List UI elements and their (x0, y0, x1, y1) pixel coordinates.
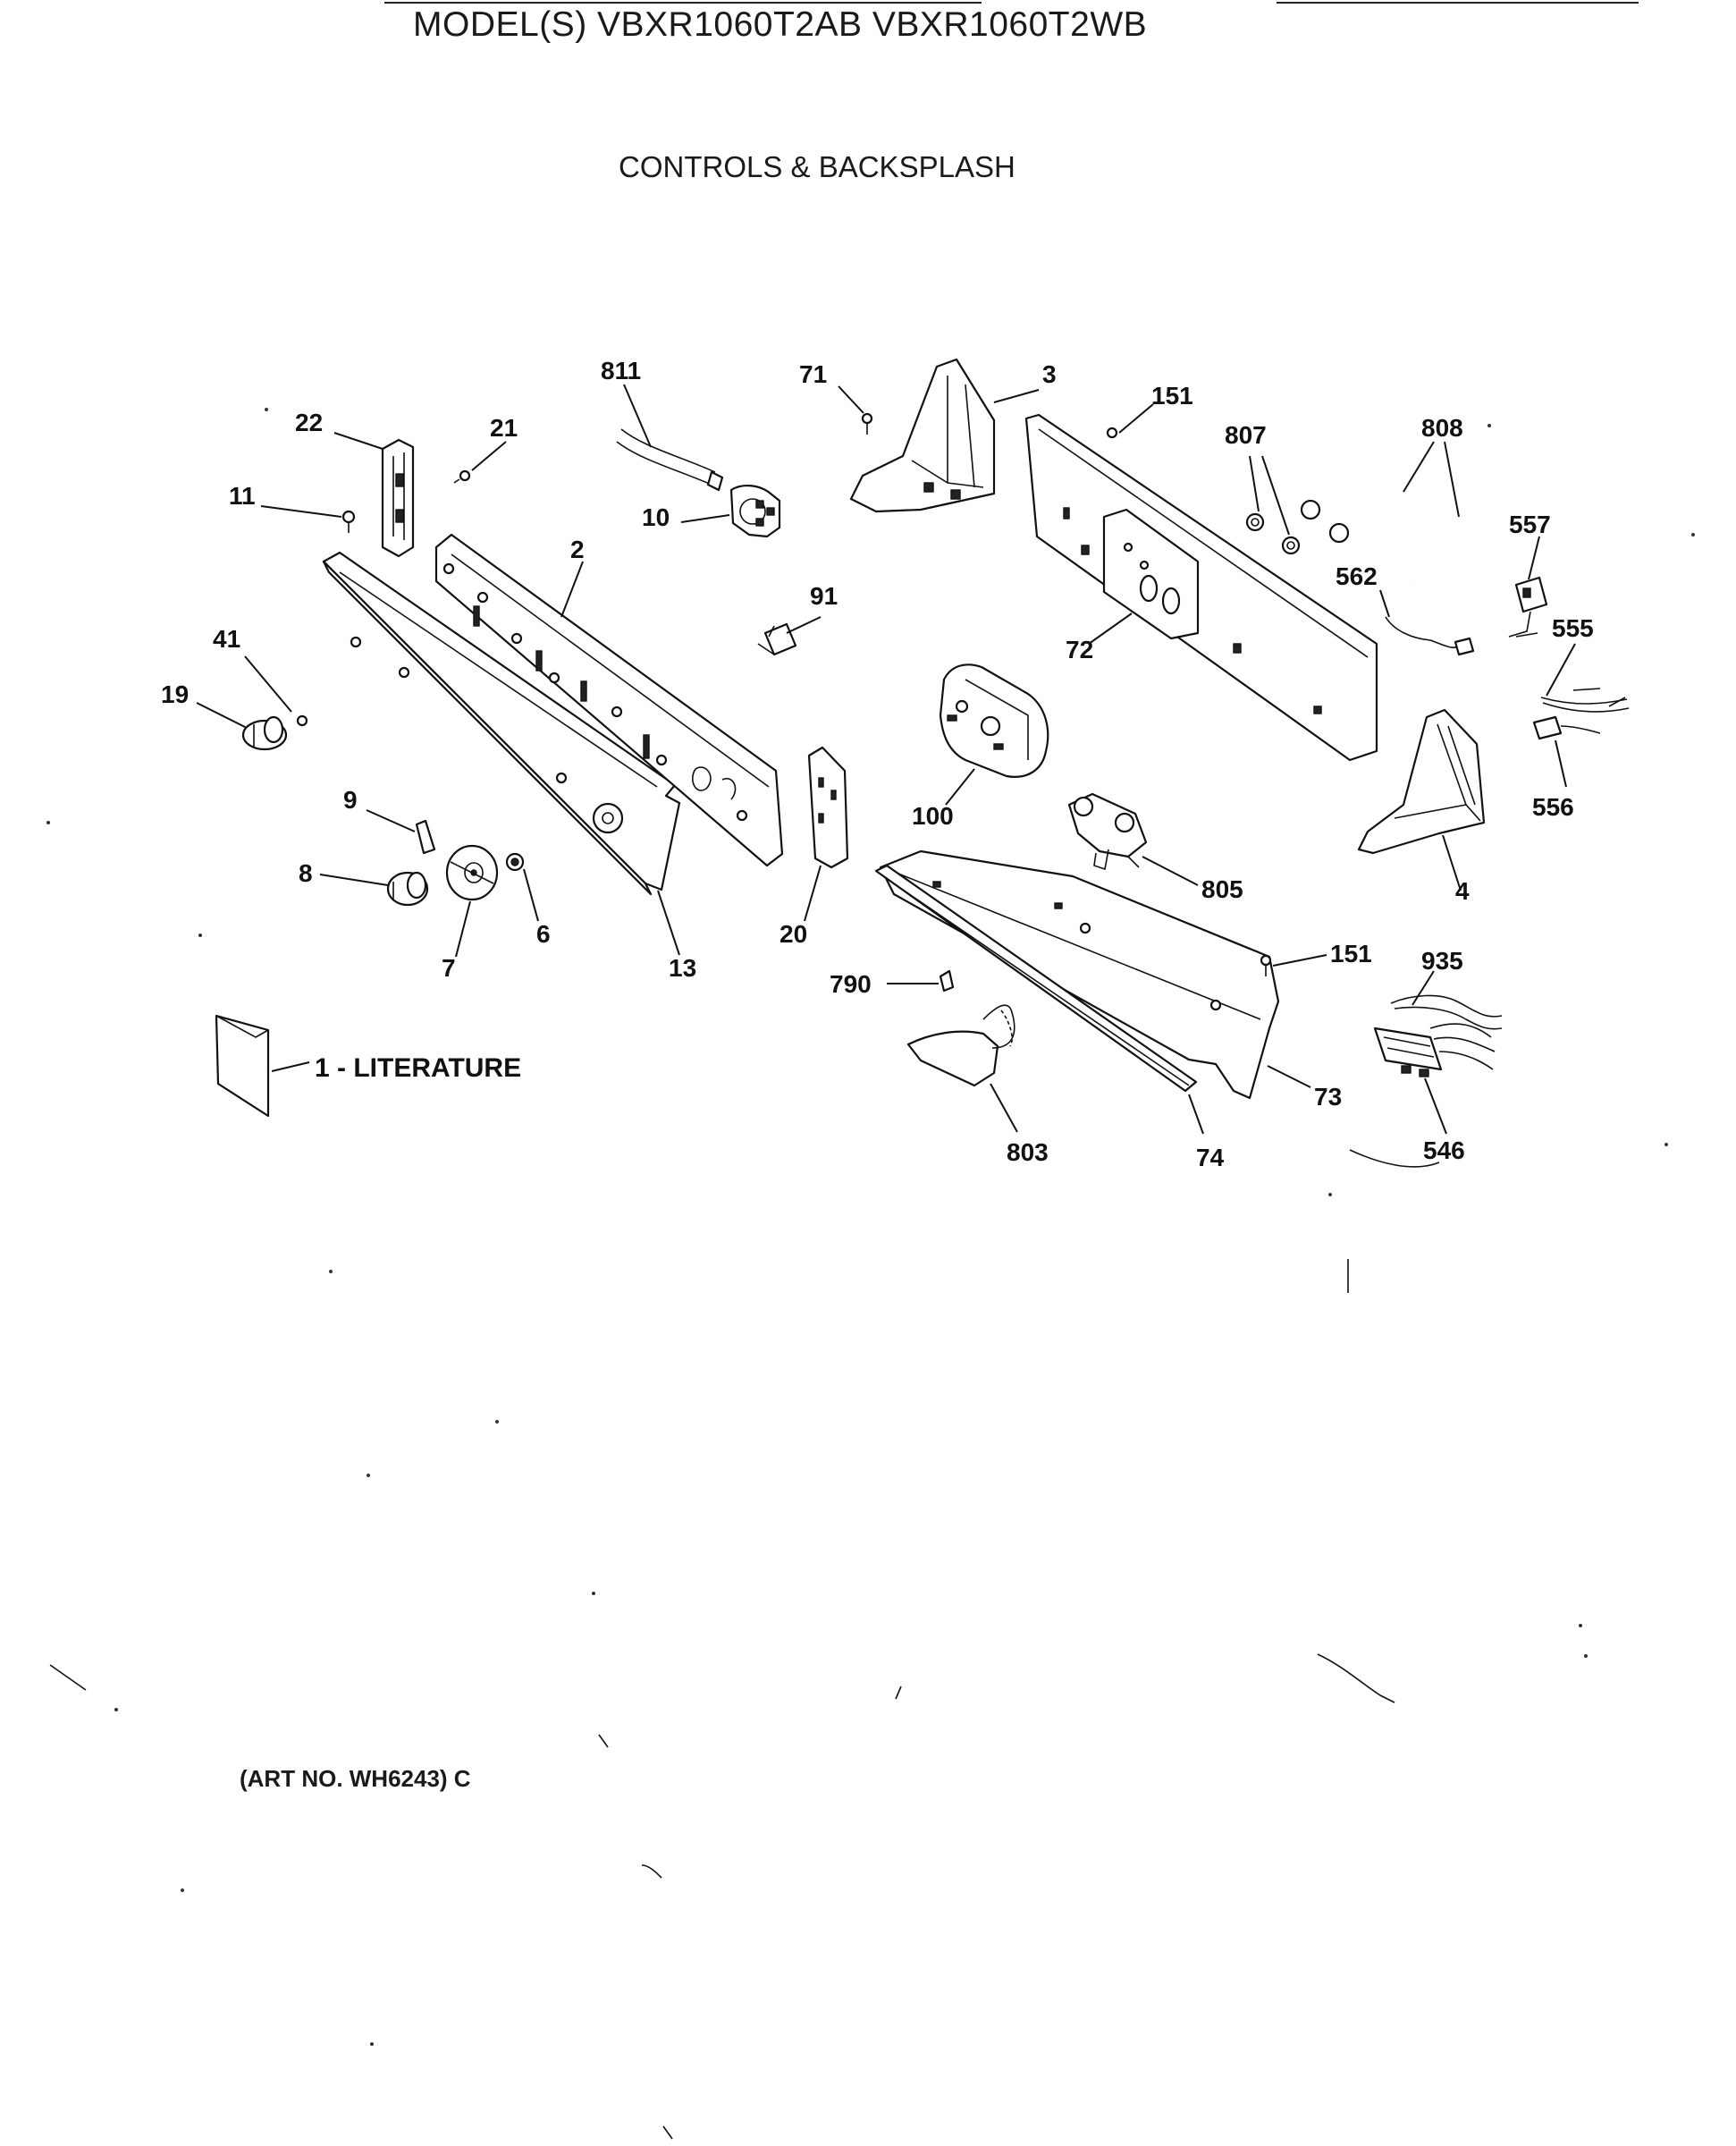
callout-7: 7 (442, 954, 456, 982)
part-72-backsplash (1024, 413, 1378, 762)
part-556-terminal (1532, 715, 1601, 740)
part-555-harness (1540, 688, 1630, 713)
callout-21: 21 (490, 414, 518, 442)
callout-935: 935 (1421, 947, 1463, 975)
callout-10: 10 (642, 503, 670, 531)
part-100-timer (939, 663, 1049, 778)
part-7-dial (445, 844, 499, 901)
leader-lines (196, 384, 1576, 1135)
callout-546: 546 (1423, 1136, 1465, 1164)
callout-555: 555 (1552, 614, 1594, 642)
callout-790: 790 (830, 970, 872, 998)
callout-22: 22 (295, 409, 323, 436)
part-807-washers (1245, 512, 1301, 555)
part-10-pressure-switch (729, 485, 781, 538)
callout-811: 811 (601, 357, 641, 384)
part-20-trim (807, 746, 849, 869)
part-151-screw-bottom (1260, 954, 1272, 976)
callout-9: 9 (343, 786, 358, 814)
scan-artifacts (46, 408, 1695, 2140)
header-rule-left (384, 2, 982, 4)
part-808-hoses (1300, 489, 1470, 598)
callout-8: 8 (299, 859, 313, 887)
part-6-nut (505, 852, 525, 872)
part-546-harness (1373, 1023, 1496, 1077)
callout-4: 4 (1455, 877, 1470, 905)
callout-805: 805 (1201, 875, 1243, 903)
part-803-bracket (906, 1004, 1015, 1087)
literature-label: 1 - LITERATURE (315, 1053, 521, 1083)
callout-20: 20 (780, 920, 807, 948)
part-562-wire (1385, 616, 1475, 656)
callout-100: 100 (912, 802, 954, 830)
part-19-knob (241, 715, 288, 751)
callout-labels: 811 71 3 151 807 808 22 21 11 10 2 557 5… (161, 357, 1594, 1171)
callout-13: 13 (669, 954, 696, 982)
callout-557: 557 (1509, 511, 1551, 538)
part-4-end-cap (1357, 708, 1486, 855)
callout-562: 562 (1336, 562, 1378, 590)
part-2-mounting-panel (434, 533, 784, 867)
part-935-harness (1390, 994, 1503, 1030)
callout-807: 807 (1225, 421, 1267, 449)
callout-803: 803 (1007, 1138, 1049, 1166)
callout-72: 72 (1066, 636, 1093, 663)
part-9-clip (415, 819, 436, 855)
model-title: MODEL(S) VBXR1060T2AB VBXR1060T2WB (413, 5, 1148, 44)
part-13-control-panel (322, 551, 681, 896)
callout-808: 808 (1421, 414, 1463, 442)
callout-19: 19 (161, 680, 189, 708)
part-11-screw (341, 510, 356, 533)
callout-71: 71 (799, 360, 827, 388)
part-21-screw (453, 469, 471, 484)
part-790-clamp (939, 969, 955, 993)
callout-11: 11 (229, 482, 256, 510)
callout-3: 3 (1042, 360, 1057, 388)
section-title: CONTROLS & BACKSPLASH (619, 150, 1015, 183)
part-41-insert (296, 714, 308, 727)
callout-151-top: 151 (1151, 382, 1193, 410)
part-74-trim-strip (874, 864, 1198, 1093)
part-22-bracket (381, 438, 415, 558)
callout-74: 74 (1196, 1144, 1225, 1171)
part-805-water-valve (1067, 792, 1148, 871)
part-151-screw-top (1106, 427, 1118, 439)
callout-2: 2 (570, 536, 585, 563)
callout-6: 6 (536, 920, 551, 948)
callout-41: 41 (213, 625, 240, 653)
part-8-knob (386, 871, 429, 907)
callout-91: 91 (810, 582, 838, 610)
part-811-tube (616, 428, 724, 492)
part-1-literature (215, 1014, 270, 1118)
header-rule-right (1277, 2, 1639, 4)
art-number: (ART NO. WH6243) C (240, 1765, 471, 1792)
callout-556: 556 (1532, 793, 1574, 821)
part-73-rear-panel (879, 849, 1280, 1100)
callout-73: 73 (1314, 1083, 1342, 1111)
part-91-clip (757, 622, 797, 656)
callout-151-bottom: 151 (1330, 940, 1372, 967)
part-557-connector (1508, 576, 1548, 638)
part-71-screw (861, 412, 873, 435)
part-3-end-cap (849, 358, 996, 513)
